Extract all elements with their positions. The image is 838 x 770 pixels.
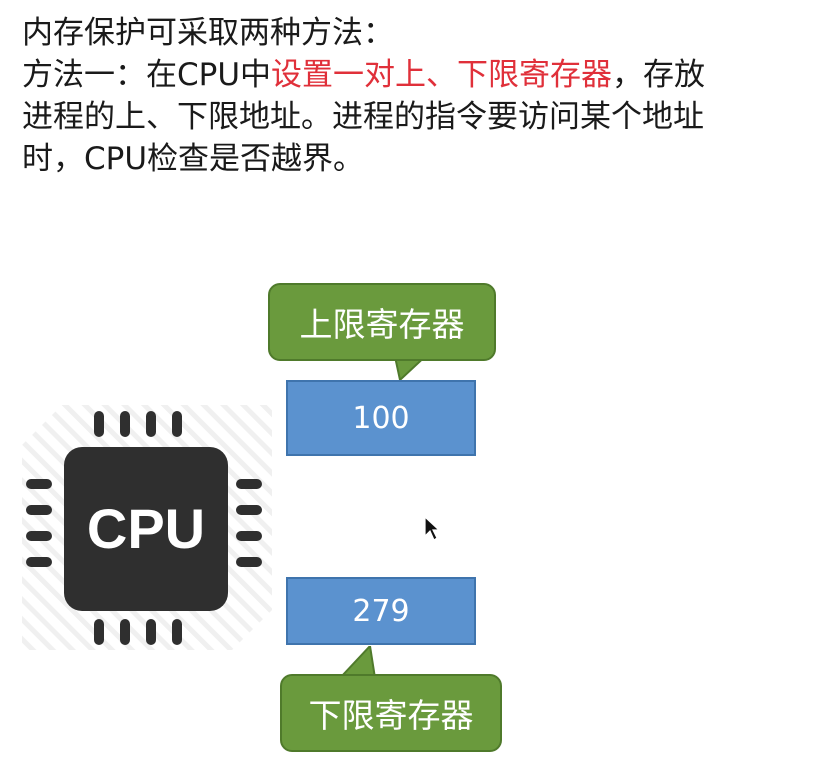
text-line-4: 时，CPU检查是否越界。: [22, 141, 365, 177]
text-line-2: 方法一：在CPU中设置一对上、下限寄存器，存放: [22, 54, 822, 96]
text-line-2-prefix: 方法一：在CPU中: [22, 57, 272, 93]
cpu-label: CPU: [87, 497, 205, 560]
upper-register-value: 100: [352, 400, 410, 436]
upper-register-label: 上限寄存器: [268, 283, 496, 361]
upper-register-label-text: 上限寄存器: [299, 305, 465, 344]
cpu-chip-icon: CPU: [22, 405, 272, 650]
lower-register-label-text: 下限寄存器: [308, 696, 474, 735]
mouse-cursor-icon: [424, 516, 440, 541]
text-line-2-suffix: ，存放: [612, 57, 706, 93]
lower-register: 279: [286, 577, 476, 645]
highlight-text: 设置一对上、下限寄存器: [271, 57, 613, 93]
slide-text: 内存保护可采取两种方法： 方法一：在CPU中设置一对上、下限寄存器，存放 进程的…: [22, 12, 822, 180]
lower-register-value: 279: [352, 593, 410, 629]
text-line-3: 进程的上、下限地址。进程的指令要访问某个地址: [22, 99, 704, 135]
upper-register: 100: [286, 380, 476, 456]
lower-register-label: 下限寄存器: [280, 674, 502, 752]
text-line-1: 内存保护可采取两种方法：: [22, 15, 394, 51]
